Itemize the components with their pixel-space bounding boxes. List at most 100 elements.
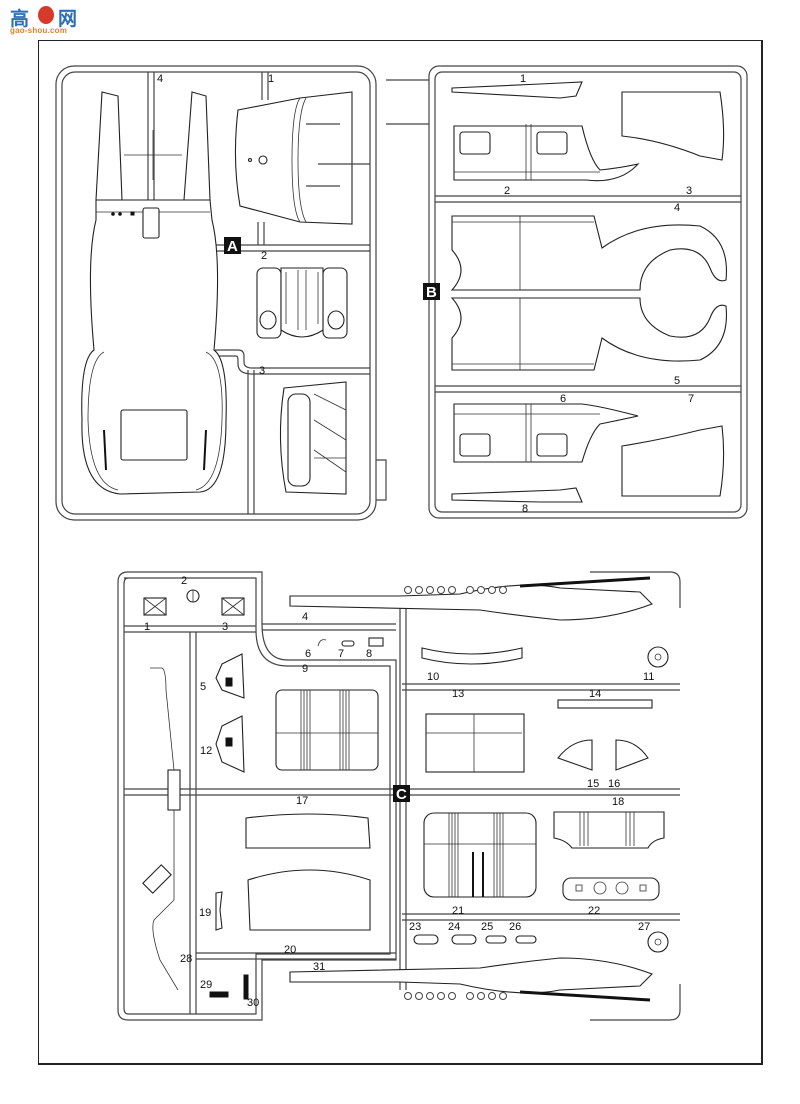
part-number: 2 [504,185,510,197]
part-c27-ring [647,931,669,953]
part-number: 15 [587,778,599,790]
rear-fender-lower-lines [452,298,594,370]
part-number: 5 [200,681,206,693]
sprue-a: 1 2 3 4 A [55,65,387,521]
part-number: 2 [181,575,187,587]
page-frame [38,40,763,1065]
sprue-c-right-corners [590,571,681,1021]
part-number: 1 [520,73,526,85]
part-c18-seat [553,811,665,849]
part-number: 1 [144,621,150,633]
part-c11-hub [654,653,662,661]
rear-panel-curve [291,97,307,223]
headlight-left [259,310,277,330]
leaf-spring-top [519,576,651,588]
part-c31-chassis-rail [289,957,653,994]
sprue-c-runner-right-2 [402,913,680,921]
part-number: 7 [338,648,344,660]
part-a2-grille [256,267,348,339]
part-number: 29 [200,979,212,991]
part-a3-rear-deck [279,381,347,495]
sprue-label-text: C [396,786,407,803]
part-b3-front-fender [621,91,725,161]
part-c22-dashboard [562,877,660,901]
part-c16 [615,739,649,771]
part-b7-front-fender [621,425,725,497]
side-panel-window-2 [536,131,568,155]
part-number: 31 [313,961,325,973]
sprue-label-box [423,283,440,300]
watermark-url: gao-shou.com [10,26,68,35]
part-c13-panel [425,713,525,773]
part-b2-side-panel [453,124,640,182]
part-number: 4 [157,73,163,85]
rear-deck-ribs [313,393,347,473]
part-number: 4 [674,202,680,214]
part-number: 23 [409,921,421,933]
part-b8-running-board [451,487,583,503]
sprue-a-gates [257,72,269,245]
part-b6-side-panel [453,403,639,463]
part-number: 6 [305,648,311,660]
sprue-label-b: B [423,283,440,301]
part-number: 21 [452,905,464,917]
rear-fender-upper [450,215,728,291]
part-c2 [186,589,200,603]
part-number: 14 [589,688,601,700]
part-number: 22 [588,905,600,917]
exhaust-silencer [142,864,172,894]
part-c3 [221,597,245,616]
sprue-b-runners [435,195,741,393]
part-b4-rear-fender [450,215,728,291]
part-c15 [557,739,593,771]
part-c5-detail [225,677,233,687]
sprue-c-runner-right-1 [402,683,680,691]
part-number: 1 [268,73,274,85]
body-hood-ornament [142,207,160,239]
part-c29 [209,991,229,998]
gauge-left [593,881,607,895]
part-c6 [317,639,327,647]
exhaust-muffler [167,769,181,811]
body-cross-brace [124,130,182,180]
part-c21-bench-seat [423,812,537,898]
part-number: 3 [259,365,265,377]
part-a1-rear-panel [234,91,370,225]
part-number: 3 [686,185,692,197]
leaf-spring-bottom [519,990,651,1002]
part-number: 26 [509,921,521,933]
part-c19 [215,891,223,931]
part-number: 30 [247,997,259,1009]
sprue-c: 1 2 3 4 5 6 7 8 9 10 11 12 13 14 15 16 1… [117,571,681,1021]
rivet-row-top [404,586,507,594]
part-number: 5 [674,375,680,387]
part-c23 [413,934,439,945]
sprue-c-left-inner [123,577,391,1015]
part-c8 [368,637,384,647]
part-number: 4 [302,611,308,623]
rear-panel-gates [306,123,370,187]
grille-center [280,267,324,338]
part-number: 25 [481,921,493,933]
part-number: 13 [452,688,464,700]
side-panel-lines [454,124,600,180]
part-c25 [485,935,507,944]
sprue-a-outer-frame [55,65,377,521]
part-c10-bumper [421,647,523,665]
part-number: 28 [180,953,192,965]
part-c1 [143,597,167,616]
sprue-a-runner-top [147,72,155,200]
part-c26 [515,935,537,944]
watermark-char-2: 网 [58,8,78,30]
sprue-label-c: C [393,785,410,803]
watermark-logo: 高 网 gao-shou.com [6,4,116,36]
part-number: 20 [284,944,296,956]
rear-panel-hole [247,157,253,163]
sprue-a-inner-frame [61,71,371,515]
watermark-char-1: 高 [10,8,30,30]
part-c17-seat-back [245,813,371,849]
sprue-label-text: B [426,284,437,301]
part-number: 11 [643,671,654,683]
part-c7 [341,640,355,647]
part-number: 8 [366,648,372,660]
